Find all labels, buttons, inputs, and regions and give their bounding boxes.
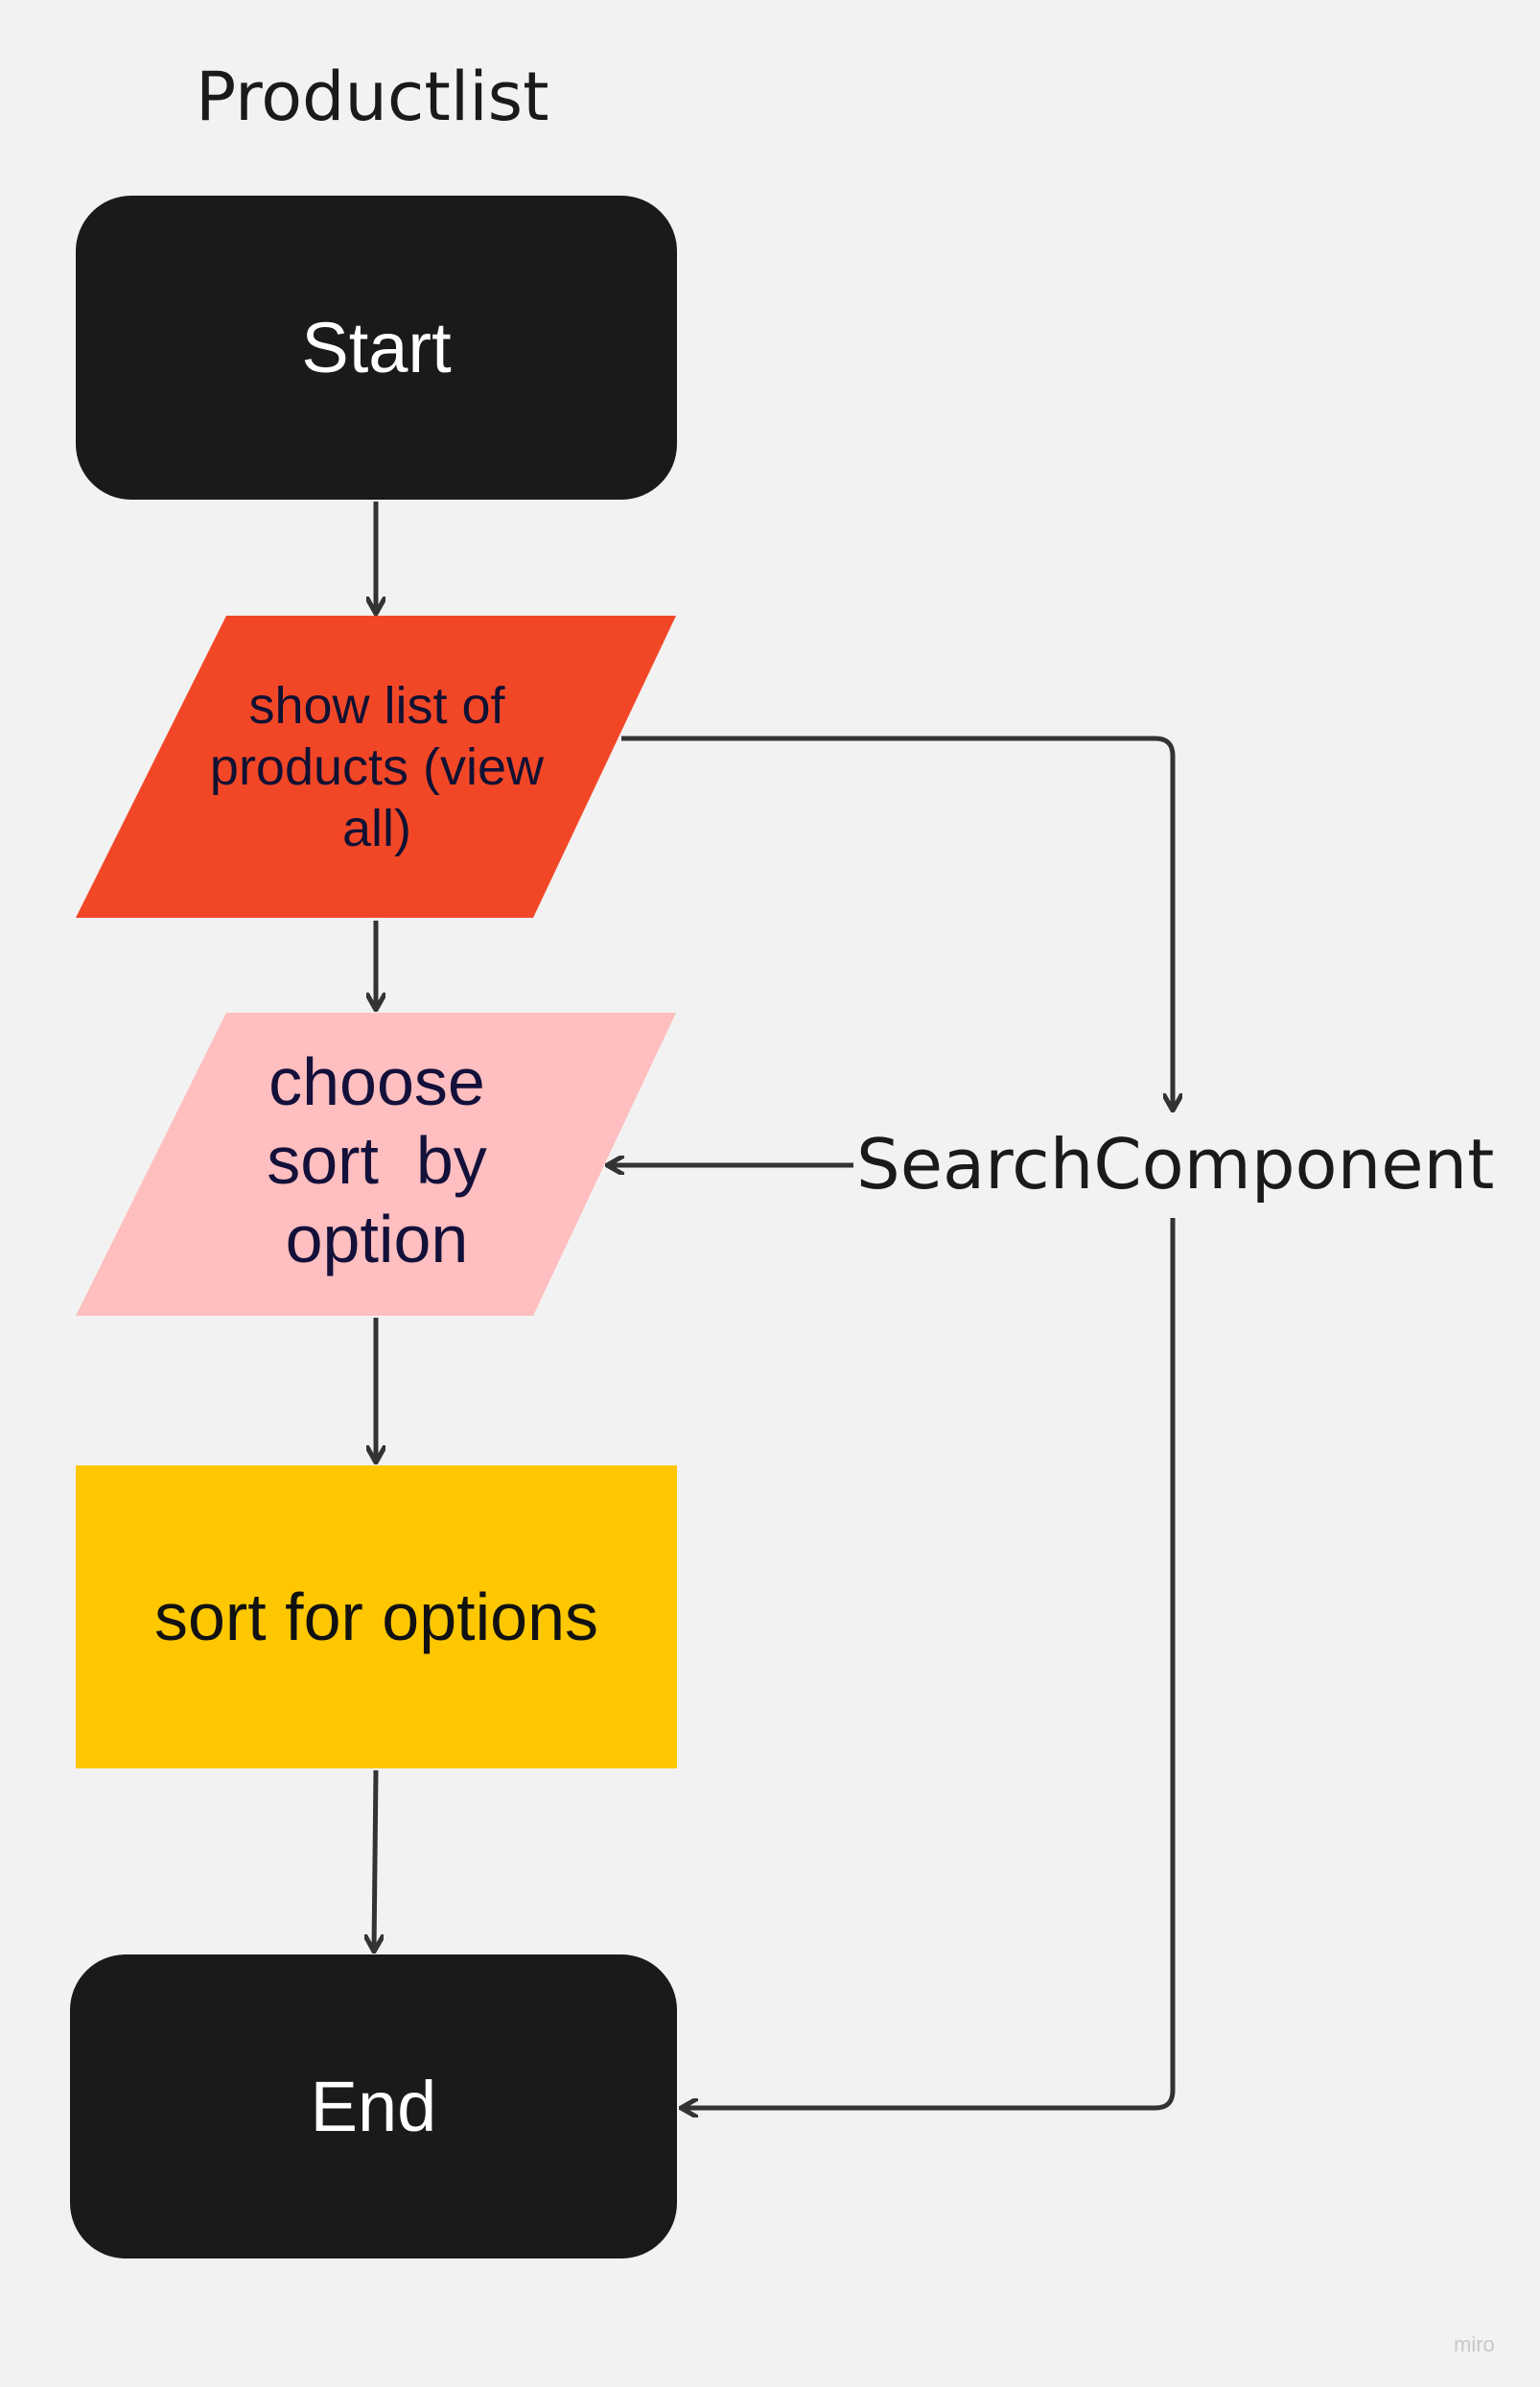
arrow-sort-options-to-end	[374, 1769, 376, 1952]
search-component-label[interactable]: SearchComponent	[856, 1124, 1495, 1205]
miro-watermark: miro	[1454, 2332, 1495, 2356]
end-node[interactable]: End	[70, 1954, 677, 2258]
choose-sort-shape[interactable]	[76, 1013, 676, 1316]
arrow-search-to-end	[681, 1218, 1176, 2108]
choose-sort-label: choose sort by option	[267, 1044, 487, 1276]
show-list-shape[interactable]	[76, 616, 676, 918]
start-node[interactable]: Start	[76, 196, 677, 500]
end-label: End	[310, 2067, 437, 2146]
diagram-title: Productlist	[196, 58, 549, 136]
show-list-label: show list of products (view all)	[209, 677, 545, 857]
sort-options-label: sort for options	[154, 1580, 598, 1654]
arrow-show-list-to-search	[621, 736, 1173, 1111]
start-label: Start	[301, 308, 452, 387]
sort-options-node[interactable]: sort for options	[76, 1465, 677, 1768]
